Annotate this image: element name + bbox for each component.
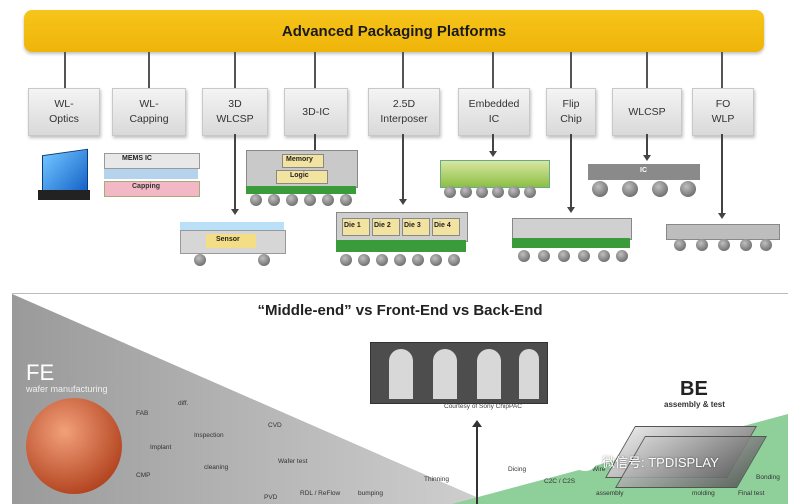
die4-label: Die 4 <box>434 222 451 229</box>
fe-item: Inspection <box>194 432 224 439</box>
wlcsp-package: IC <box>588 164 700 200</box>
advanced-packaging-banner: Advanced Packaging Platforms <box>24 10 764 52</box>
die2-label: Die 2 <box>374 222 391 229</box>
wl-capping-package: MEMS IC Capping <box>104 153 200 199</box>
25d-interposer-package: Die 1 Die 2 Die 3 Die 4 <box>336 212 468 272</box>
comparison-title: “Middle-end” vs Front-End vs Back-End <box>257 302 543 319</box>
platform-wl-optics: WL- Optics <box>28 88 100 136</box>
banner-title: Advanced Packaging Platforms <box>281 22 507 40</box>
be-item: Bonding <box>756 474 780 481</box>
be-item: Final test <box>738 490 765 497</box>
fe-item: CVD <box>268 422 282 429</box>
platform-wlcsp: WLCSP <box>612 88 682 136</box>
be-item: assembly <box>596 490 624 497</box>
platform-fo-wlp: FO WLP <box>692 88 754 136</box>
fe-item: RDL / ReFlow <box>300 490 341 497</box>
platform-label: 2.5D Interposer <box>380 98 428 125</box>
platform-label: 3D-IC <box>302 105 330 118</box>
die1-label: Die 1 <box>344 222 361 229</box>
platform-label: WLCSP <box>628 105 666 118</box>
platform-label: Embedded IC <box>468 98 520 125</box>
connector-line <box>314 52 316 88</box>
capping-label: Capping <box>132 183 160 190</box>
up-arrow <box>472 420 482 504</box>
platform-label: WL- Optics <box>49 98 79 125</box>
wl-optics-package <box>38 148 90 200</box>
platform-label: 3D WLCSP <box>216 98 254 125</box>
be-subtitle: assembly & test <box>664 400 725 409</box>
arrow <box>718 134 725 219</box>
fe-item: bumping <box>358 490 383 497</box>
platform-wl-capping: WL- Capping <box>112 88 186 136</box>
sem-cross-section <box>370 342 548 404</box>
ic-label: IC <box>640 167 647 174</box>
be-item: Wire <box>592 466 606 473</box>
fo-wlp-package <box>666 224 780 254</box>
platform-label: WL- Capping <box>129 98 169 125</box>
platform-embedded-ic: Embedded IC <box>458 88 530 136</box>
watermark: 微信号: TPDISPLAY <box>573 451 719 471</box>
sensor-label: Sensor <box>216 236 240 243</box>
embedded-ic-package <box>440 160 550 202</box>
arrow <box>567 134 574 213</box>
fe-item: diff. <box>178 400 189 407</box>
platform-label: Flip Chip <box>560 98 582 125</box>
fe-item: FAB <box>136 410 149 417</box>
be-item: C2C / C2S <box>544 478 576 485</box>
middle-end-comparison-panel: “Middle-end” vs Front-End vs Back-End FE… <box>12 293 788 504</box>
arrow <box>231 134 238 215</box>
connector-line <box>721 52 723 88</box>
logic-label: Logic <box>290 172 309 179</box>
connector-line <box>646 52 648 88</box>
connector-line <box>570 52 572 88</box>
arrow <box>399 134 406 205</box>
fe-item: Implant <box>150 444 172 451</box>
mems-ic-label: MEMS IC <box>122 155 152 162</box>
flip-chip-package <box>512 218 632 268</box>
3d-wlcsp-package: Sensor <box>180 222 286 268</box>
platform-label: FO WLP <box>711 98 735 125</box>
connector-line <box>402 52 404 88</box>
be-title: BE <box>680 378 708 400</box>
memory-label: Memory <box>286 156 313 163</box>
3d-ic-package: Memory Logic <box>246 150 358 210</box>
fe-item: cleaning <box>204 464 229 471</box>
connector-line <box>64 52 66 88</box>
wechat-icon <box>573 451 597 471</box>
connector-line <box>148 52 150 88</box>
watermark-text: 微信号: TPDISPLAY <box>602 454 719 470</box>
fe-subtitle: wafer manufacturing <box>26 384 108 394</box>
platform-25d-interposer: 2.5D Interposer <box>368 88 440 136</box>
fe-title: FE <box>26 360 55 385</box>
platform-flip-chip: Flip Chip <box>546 88 596 136</box>
fe-item: Thinning <box>424 476 449 483</box>
courtesy-caption: Courtesy of Sony ChipPAC <box>444 403 522 410</box>
be-item: Dicing <box>508 466 527 473</box>
arrow <box>489 134 496 157</box>
die3-label: Die 3 <box>404 222 421 229</box>
connector-line <box>492 52 494 88</box>
arrow <box>643 134 650 161</box>
platform-3d-wlcsp: 3D WLCSP <box>202 88 268 136</box>
platform-3d-ic: 3D-IC <box>284 88 348 136</box>
be-item: molding <box>692 490 715 497</box>
connector-line <box>234 52 236 88</box>
fe-item: PVD <box>264 494 278 501</box>
fe-item: Wafer test <box>278 458 308 465</box>
fe-item: CMP <box>136 472 151 479</box>
